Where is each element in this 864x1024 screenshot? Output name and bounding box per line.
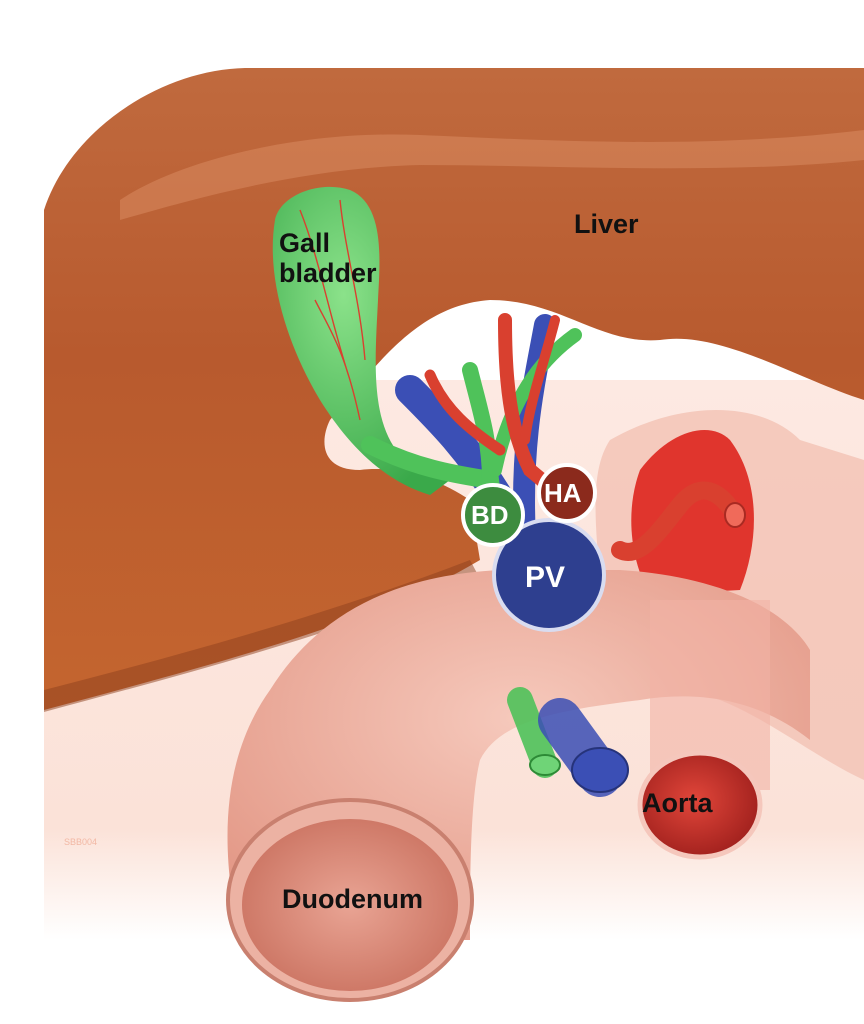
gall-bladder-label: Gall bladder [279, 228, 377, 289]
liver-label: Liver [574, 209, 639, 239]
duodenum-label: Duodenum [282, 884, 423, 914]
hepatic-artery-circle [537, 463, 597, 523]
image-code-label: SBB004 [64, 837, 98, 847]
aorta-tube [650, 600, 770, 790]
gall-bladder-veins [299, 199, 366, 421]
liver-shape [44, 68, 864, 710]
liver-edge-shadow [44, 560, 478, 712]
hepatic-artery-branch-3 [520, 315, 560, 445]
aorta-circle [637, 750, 763, 860]
hepatic-artery-branch [498, 313, 567, 502]
lower-portal-vein-end [571, 747, 629, 793]
hepatic-artery-label: HA [544, 478, 582, 508]
portal-vein-label: PV [525, 561, 566, 594]
bile-duct-label: BD [471, 500, 509, 530]
hepatic-artery-branch-2 [424, 369, 506, 456]
lower-bile-duct [507, 687, 558, 778]
artery-loop [611, 481, 744, 561]
portal-vein-circle [492, 518, 606, 632]
artery-end [724, 502, 746, 528]
lower-bile-duct-end [529, 754, 561, 776]
artery-red-area [631, 430, 754, 595]
aorta-label: Aorta [642, 788, 713, 818]
duodenum-lumen [242, 819, 458, 991]
liver-highlight [120, 130, 864, 220]
bile-duct-circle [461, 483, 525, 547]
